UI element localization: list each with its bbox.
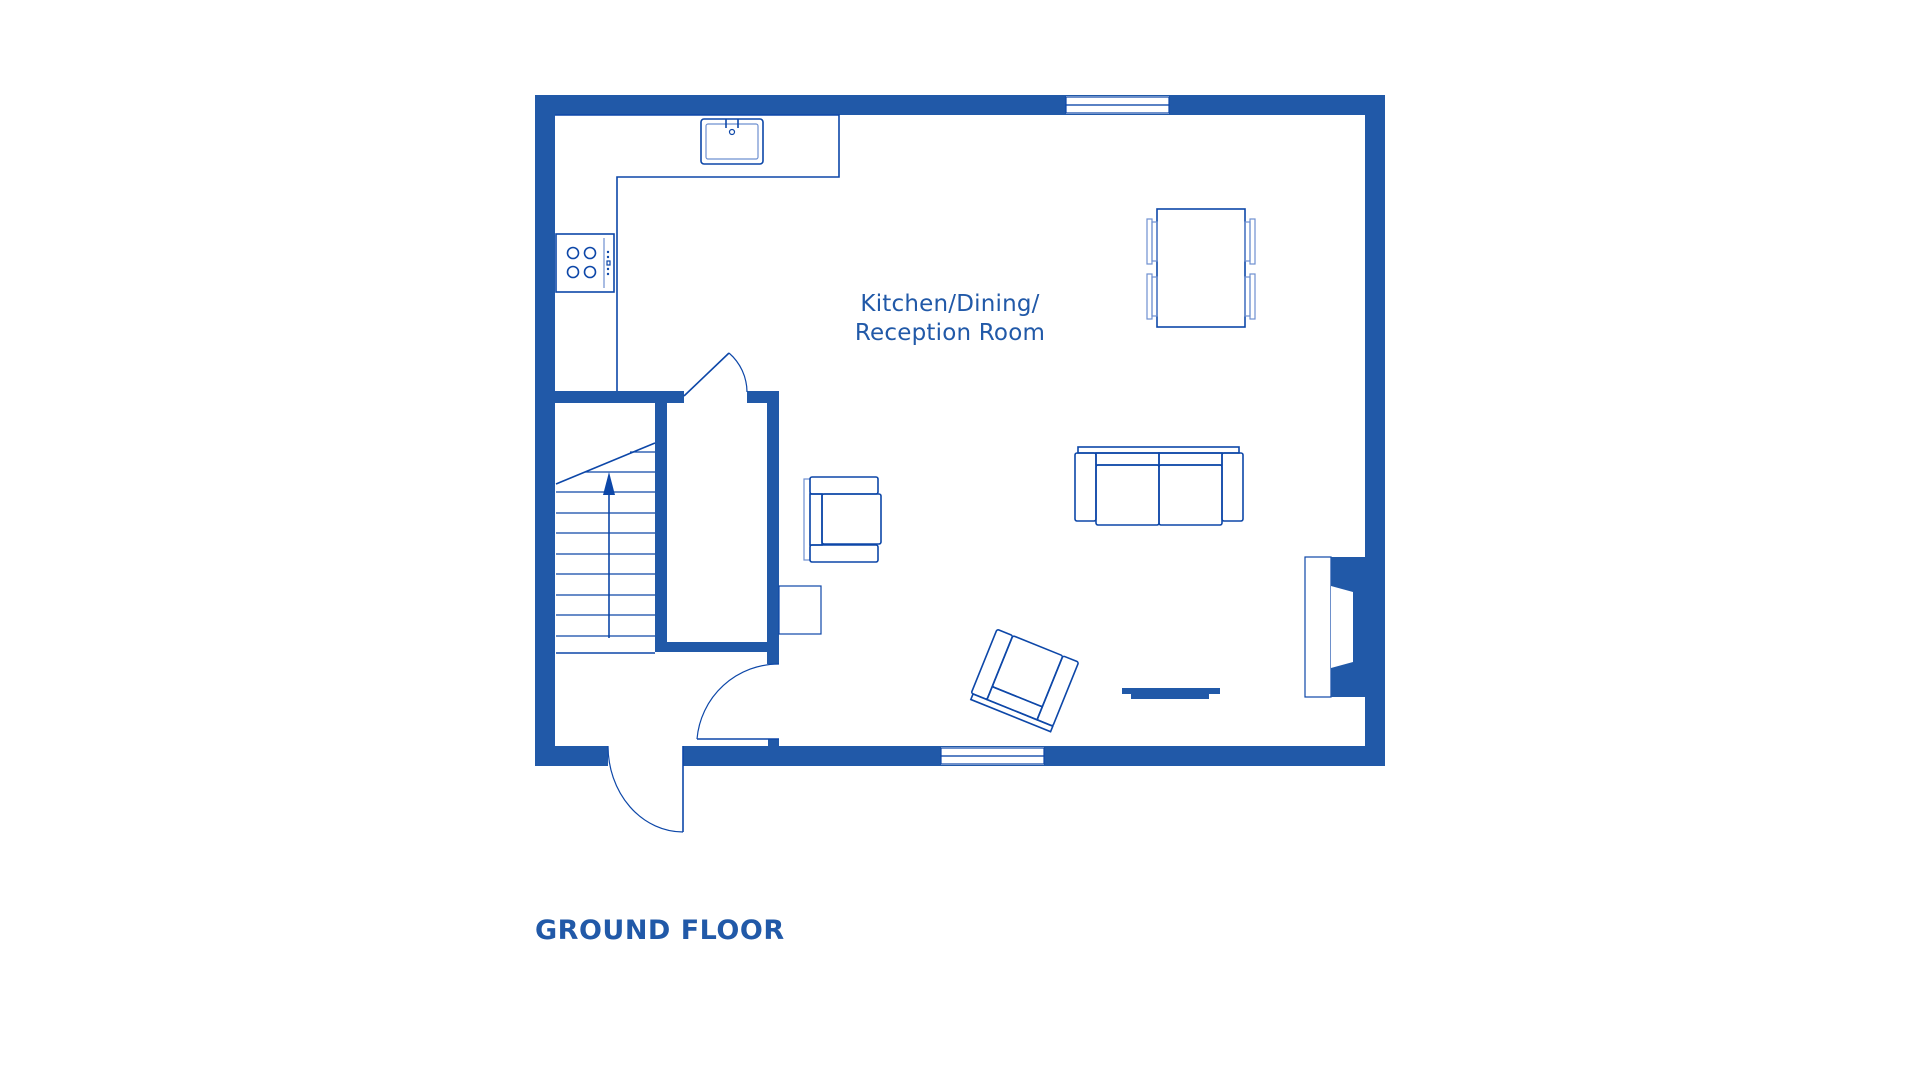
armchair-icon — [803, 476, 882, 563]
room-label-kitchen-dining-reception: Kitchen/Dining/ Reception Room — [800, 290, 1100, 348]
entrance-door-icon[interactable] — [607, 745, 684, 833]
staircase-icon — [555, 442, 656, 654]
exterior-walls — [535, 95, 1385, 766]
floor-title: GROUND FLOOR — [535, 915, 785, 946]
sink-icon — [700, 118, 764, 165]
window-bottom — [940, 747, 1045, 765]
window-top — [1065, 96, 1170, 114]
room-label-line2: Reception Room — [854, 320, 1046, 346]
internal-door-icon[interactable] — [696, 663, 780, 740]
side-table-icon — [778, 585, 822, 635]
room-label-line1: Kitchen/Dining/ — [860, 291, 1040, 317]
closet-door-icon[interactable] — [683, 352, 748, 397]
hob-icon — [555, 233, 615, 293]
dining-table-icon — [1146, 208, 1256, 328]
interior-walls — [555, 391, 779, 746]
tv-unit-icon — [1122, 688, 1220, 699]
rotated-armchair-icon — [969, 629, 1079, 733]
sofa-icon — [1074, 446, 1244, 526]
kitchen-counter — [555, 114, 840, 391]
fireplace-icon — [1304, 556, 1365, 698]
